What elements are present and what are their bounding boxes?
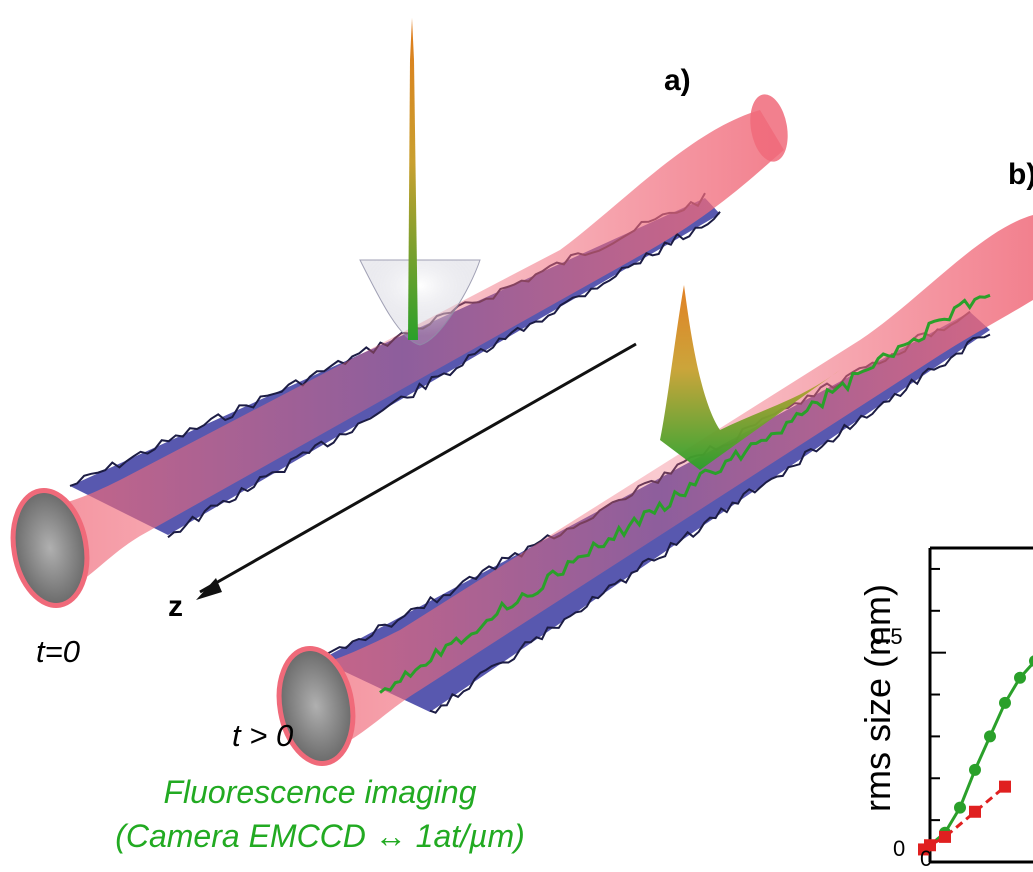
series-1-point-3 (969, 805, 981, 818)
beam-b (276, 215, 1033, 766)
noise-surface-a-edge-bottom (167, 211, 721, 539)
beam-a-end-rim (10, 488, 90, 608)
z-arrow-head (196, 578, 222, 600)
chart-y-axis-label: rms size (mm) (857, 584, 898, 812)
beam-tube-a (20, 110, 784, 588)
chart-series-layer (918, 655, 1033, 856)
caption-line-2: (Camera EMCCD ↔ 1at/µm) (115, 818, 525, 854)
initial-density-peak (408, 18, 418, 340)
chart-y-tick-label-0: 0 (893, 836, 906, 861)
z-axis-label: z (168, 590, 183, 623)
beam-a-end-cap (13, 490, 87, 606)
time-label-later: t > 0 (232, 718, 294, 753)
chart-y-ticks (930, 567, 946, 822)
chart-x-tick-label-0: 0 (920, 846, 933, 871)
figure-caption: Fluorescence imaging (Camera EMCCD ↔ 1at… (60, 770, 580, 858)
beam-b-end-cap (279, 648, 353, 764)
beam-tube-b (290, 215, 1033, 746)
series-0-point-2 (954, 801, 966, 814)
series-line-0 (929, 660, 1033, 847)
panel-b-label: b) (1008, 158, 1033, 191)
series-1-point-2 (939, 830, 951, 843)
series-0-point-4 (984, 730, 996, 743)
series-0-point-6 (1014, 671, 1026, 684)
series-1-point-1 (924, 839, 936, 852)
time-label-start: t=0 (36, 634, 80, 669)
initial-cloud (359, 18, 481, 346)
series-0-point-5 (999, 696, 1011, 709)
beam-b-end-rim (276, 646, 356, 766)
noise-surface-b-edge-bottom (429, 333, 991, 714)
rms-size-chart (918, 546, 1033, 864)
z-axis-arrow (196, 342, 637, 600)
cloud-cone (359, 259, 481, 346)
expanded-density-ridge (379, 293, 991, 694)
series-0-point-7 (1029, 655, 1033, 667)
series-0-point-3 (969, 763, 981, 776)
beam-a-right-flare (750, 94, 788, 162)
chart-y-tick-label-05: 0.5 (872, 624, 903, 649)
series-1-point-4 (999, 780, 1011, 793)
caption-line-1: Fluorescence imaging (163, 774, 477, 810)
expanded-density-peak (660, 285, 840, 470)
panel-a-label: a) (664, 64, 691, 97)
beam-a (10, 94, 788, 608)
